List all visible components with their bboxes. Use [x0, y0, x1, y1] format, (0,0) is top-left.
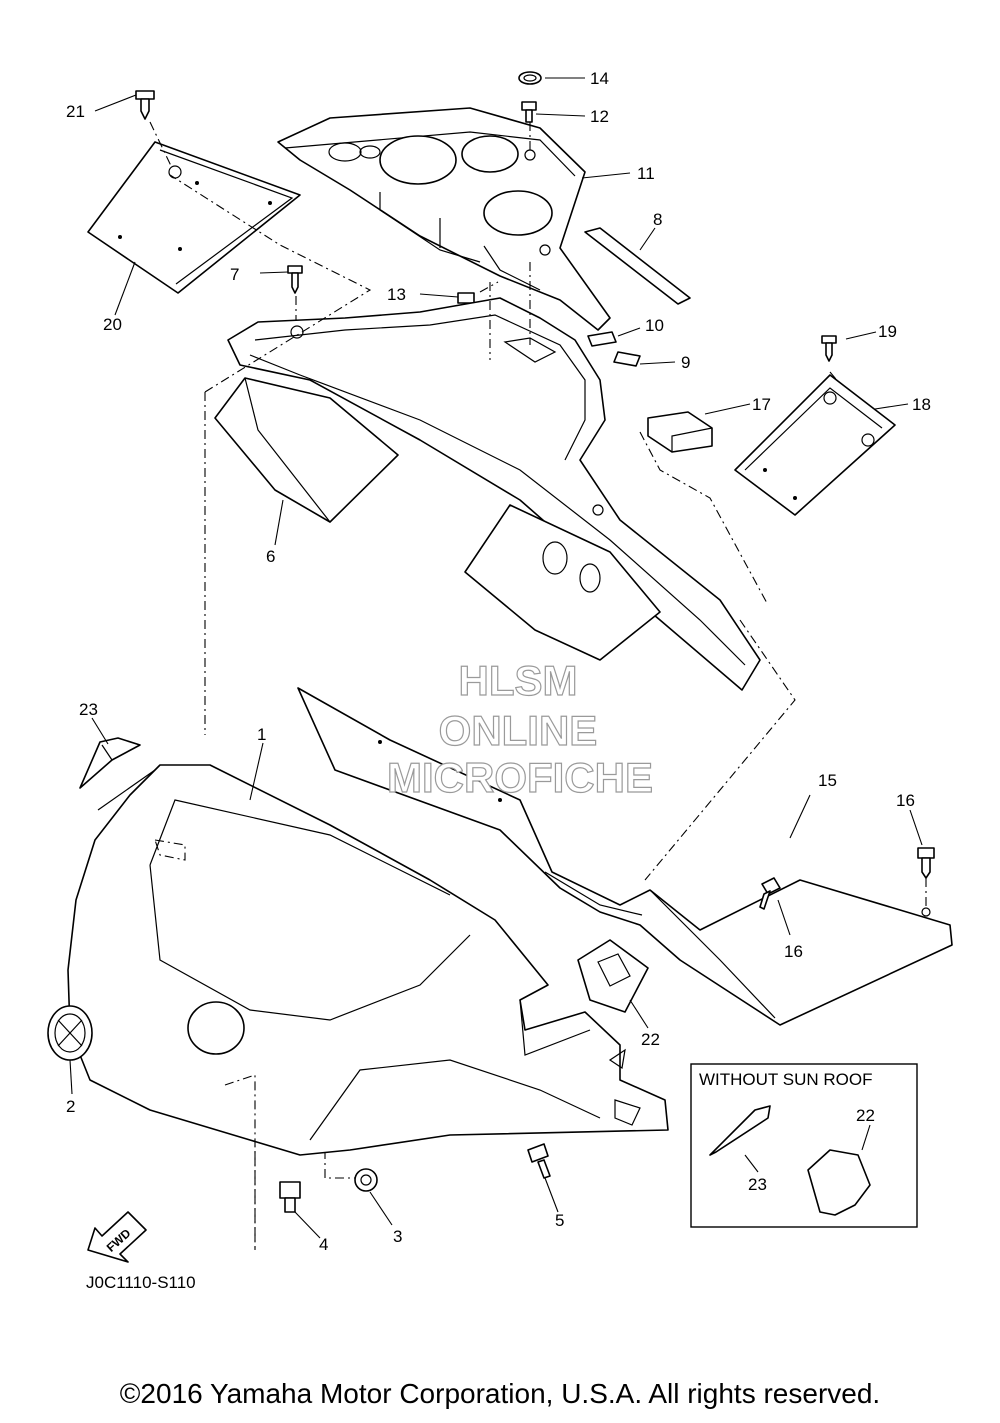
- callout-12: 12: [590, 107, 609, 126]
- inset-callout-22: 22: [856, 1106, 875, 1125]
- callout-20: 20: [103, 315, 122, 334]
- part-20-left-panel: [87, 141, 301, 294]
- part-17-bracket: [647, 411, 713, 453]
- part-6-center-console: [214, 297, 761, 691]
- callout-16-lower: 16: [784, 942, 803, 961]
- part-7-screw: [287, 265, 303, 325]
- callout-21: 21: [66, 102, 85, 121]
- part-19-screw: [821, 335, 837, 362]
- callout-9: 9: [681, 353, 690, 372]
- part-11-upper-console: [277, 107, 611, 331]
- part-1-side-cover: [67, 764, 669, 1250]
- callout-17: 17: [752, 395, 771, 414]
- callout-23: 23: [79, 700, 98, 719]
- callout-5: 5: [555, 1211, 564, 1230]
- part-15-mat-panel: [297, 687, 953, 1026]
- callout-10: 10: [645, 316, 664, 335]
- part-5-bolt: [527, 1143, 551, 1179]
- part-21-screw: [135, 90, 173, 169]
- inset-part-22: [807, 1149, 871, 1216]
- watermark: HLSM ONLINE MICROFICHE: [386, 656, 653, 801]
- callout-2: 2: [66, 1097, 75, 1116]
- watermark-line1: HLSM: [459, 657, 578, 704]
- callout-22: 22: [641, 1030, 660, 1049]
- leader-lines: [69, 77, 923, 1239]
- callout-11: 11: [637, 164, 655, 183]
- fwd-arrow-icon: FWD: [87, 1211, 147, 1263]
- inset-part-23: [709, 1105, 771, 1156]
- callout-8: 8: [653, 210, 662, 229]
- inset-title: WITHOUT SUN ROOF: [699, 1070, 872, 1089]
- inset-callout-23: 23: [748, 1175, 767, 1194]
- part-4-bolt: [279, 1181, 301, 1213]
- part-10-pad: [587, 331, 617, 347]
- part-16-fastener-lower: [759, 877, 781, 910]
- callout-18: 18: [912, 395, 931, 414]
- callout-7: 7: [230, 265, 239, 284]
- callout-13: 13: [387, 285, 406, 304]
- part-22-cover: [577, 939, 649, 1013]
- part-3-grommet: [354, 1168, 378, 1192]
- callout-6: 6: [266, 547, 275, 566]
- callout-15: 15: [818, 771, 837, 790]
- copyright-notice: ©2016 Yamaha Motor Corporation, U.S.A. A…: [119, 1378, 881, 1409]
- part-12-bolt: [521, 101, 537, 123]
- callout-14: 14: [590, 69, 609, 88]
- diagram-code: J0C1110-S110: [86, 1273, 196, 1292]
- part-2-cap: [47, 1005, 93, 1061]
- callout-4: 4: [319, 1235, 328, 1254]
- callout-16-top: 16: [896, 791, 915, 810]
- inset-without-sun-roof: WITHOUT SUN ROOF 22 23: [690, 1063, 918, 1228]
- part-23-clip: [79, 737, 141, 789]
- part-18-right-panel: [734, 374, 896, 516]
- callout-3: 3: [393, 1227, 402, 1246]
- part-9-pad: [613, 351, 641, 367]
- watermark-line3: MICROFICHE: [387, 754, 653, 801]
- part-16-fastener-top: [917, 847, 935, 908]
- part-14-cap: [518, 71, 542, 85]
- watermark-line2: ONLINE: [439, 707, 598, 754]
- callout-labels: 21 20 14 12 11 8 10 9 13 7 6 17 18 19 15…: [66, 69, 931, 1254]
- part-8-strip: [584, 227, 691, 305]
- callout-1: 1: [257, 725, 266, 744]
- callout-19: 19: [878, 322, 897, 341]
